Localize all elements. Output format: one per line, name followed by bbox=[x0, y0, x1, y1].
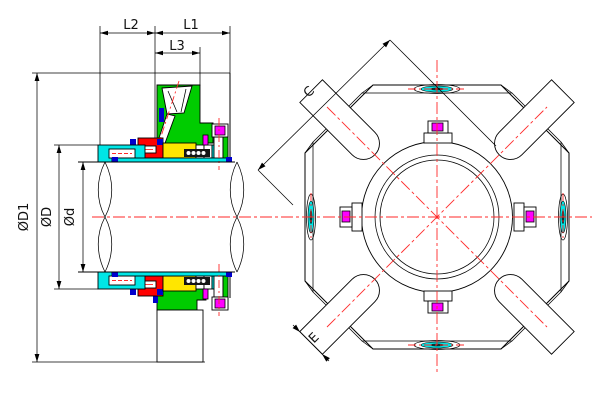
shaft bbox=[78, 161, 245, 273]
dim-label-l3: L3 bbox=[169, 39, 185, 54]
oring-upper-a bbox=[130, 139, 136, 145]
dim-label-od1: ØD1 bbox=[17, 203, 32, 232]
gasket-lower bbox=[202, 288, 209, 300]
right-end-view: C E bbox=[92, 39, 592, 374]
stuffing-box bbox=[156, 309, 204, 363]
flush-port-funnel bbox=[161, 85, 193, 115]
dim-label-l1: L1 bbox=[183, 18, 199, 33]
set-screw-north bbox=[423, 120, 453, 144]
lower-seal-assembly bbox=[97, 264, 232, 363]
gasket-upper bbox=[202, 134, 209, 146]
set-screw-south bbox=[423, 290, 453, 314]
shaft-break-left bbox=[97, 161, 113, 273]
left-view-dimensions: L2 L1 L3 ØD1 ØD Ød bbox=[17, 18, 230, 362]
oring-bar-upper bbox=[159, 108, 164, 122]
gland-bolt-shank-upper bbox=[213, 136, 224, 161]
gland-bolt-shank-lower bbox=[213, 273, 224, 298]
shaft-break-right bbox=[229, 161, 245, 273]
sleeve-strip-upper bbox=[111, 157, 231, 163]
dim-label-od-small: Ød bbox=[63, 208, 78, 226]
extension-lines bbox=[32, 26, 231, 363]
centerlines bbox=[92, 60, 592, 374]
upper-seal-assembly bbox=[97, 80, 232, 170]
left-sectional-view: L2 L1 L3 ØD1 ØD Ød bbox=[17, 18, 245, 363]
sleeve-strip-lower bbox=[111, 271, 231, 277]
dim-label-od: ØD bbox=[40, 207, 55, 227]
bolt-slot-ne bbox=[494, 79, 575, 160]
diagonal-centerline-swne bbox=[326, 106, 548, 328]
dim-label-l2: L2 bbox=[123, 18, 139, 33]
oring-bar-lower bbox=[153, 292, 158, 303]
oring-upper-b bbox=[157, 139, 163, 145]
bolt-slot-se bbox=[494, 274, 575, 355]
